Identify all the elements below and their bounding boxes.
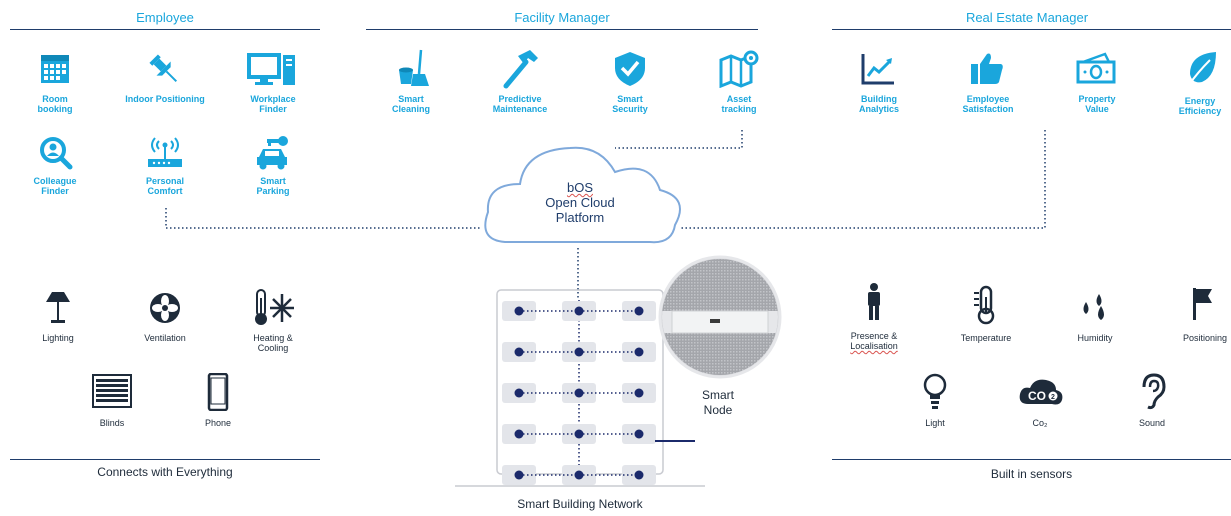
real-estate-header: Real Estate Manager <box>965 10 1089 25</box>
lighting-label: Lighting <box>42 333 74 343</box>
temperature-label: Temperature <box>960 333 1012 343</box>
sensors-divider <box>832 459 1231 460</box>
light-label: Light <box>925 418 945 428</box>
money-icon <box>1076 52 1116 84</box>
sound-label: Sound <box>1138 418 1166 428</box>
phone-icon <box>207 373 229 411</box>
presence-localisation-label: Presence &Localisation <box>850 331 898 351</box>
network-node <box>634 470 644 480</box>
network-footer: Smart Building Network <box>517 497 643 511</box>
svg-text:2: 2 <box>1051 394 1055 401</box>
co2-label: Co₂ <box>1032 418 1048 428</box>
network-node <box>514 347 524 357</box>
network-node <box>574 306 584 316</box>
network-node <box>514 470 524 480</box>
network-node <box>574 470 584 480</box>
real-estate-divider <box>832 29 1231 30</box>
network-node <box>634 347 644 357</box>
blinds-label: Blinds <box>99 418 125 428</box>
connects-divider <box>10 459 320 460</box>
colleague-search-icon <box>40 137 73 170</box>
network-node <box>634 429 644 439</box>
network-node <box>574 388 584 398</box>
fan-icon <box>150 293 180 323</box>
map-pin-icon <box>719 50 759 88</box>
facility-divider <box>366 29 758 30</box>
leaf-icon <box>1187 52 1216 87</box>
phone-label: Phone <box>204 418 232 428</box>
person-icon <box>868 283 880 320</box>
thumbs-up-icon <box>971 53 1003 84</box>
computer-icon <box>247 53 295 85</box>
building-network <box>455 289 705 487</box>
calendar-icon <box>41 55 69 83</box>
hammer-icon <box>503 50 538 89</box>
smart-node-magnifier <box>658 255 782 379</box>
positioning-label: Positioning <box>1182 333 1228 343</box>
network-node <box>574 429 584 439</box>
co2-icon: CO 2 <box>1019 379 1063 405</box>
ear-icon <box>1142 373 1166 410</box>
line-chart-icon <box>861 54 894 85</box>
blinds-icon <box>92 374 132 408</box>
facility-header: Facility Manager <box>514 10 610 25</box>
wifi-router-icon <box>148 137 182 167</box>
indoor-positioning-label: Indoor Positioning <box>125 94 205 104</box>
ventilation-label: Ventilation <box>144 333 186 343</box>
cloud-shape <box>484 146 681 244</box>
network-node <box>514 429 524 439</box>
sensors-footer: Built in sensors <box>990 467 1073 481</box>
pin-icon <box>149 54 178 83</box>
thermometer-snowflake-icon <box>255 289 294 325</box>
car-key-icon <box>257 136 288 170</box>
humidity-label: Humidity <box>1077 333 1113 343</box>
employee-divider <box>10 29 320 30</box>
network-node <box>514 306 524 316</box>
network-node <box>514 388 524 398</box>
network-node <box>634 388 644 398</box>
bulb-icon <box>923 373 947 409</box>
shield-check-icon <box>615 52 645 86</box>
svg-text:CO: CO <box>1028 389 1046 403</box>
droplets-icon <box>1083 294 1104 320</box>
heating-cooling-label: Heating &Cooling <box>253 333 293 353</box>
employee-header: Employee <box>136 10 194 25</box>
connects-footer: Connects with Everything <box>97 465 233 479</box>
lamp-icon <box>46 292 70 323</box>
flag-icon <box>1193 288 1212 320</box>
network-node <box>634 306 644 316</box>
broom-bucket-icon <box>399 49 429 86</box>
thermometer-icon <box>974 285 995 325</box>
network-node <box>574 347 584 357</box>
